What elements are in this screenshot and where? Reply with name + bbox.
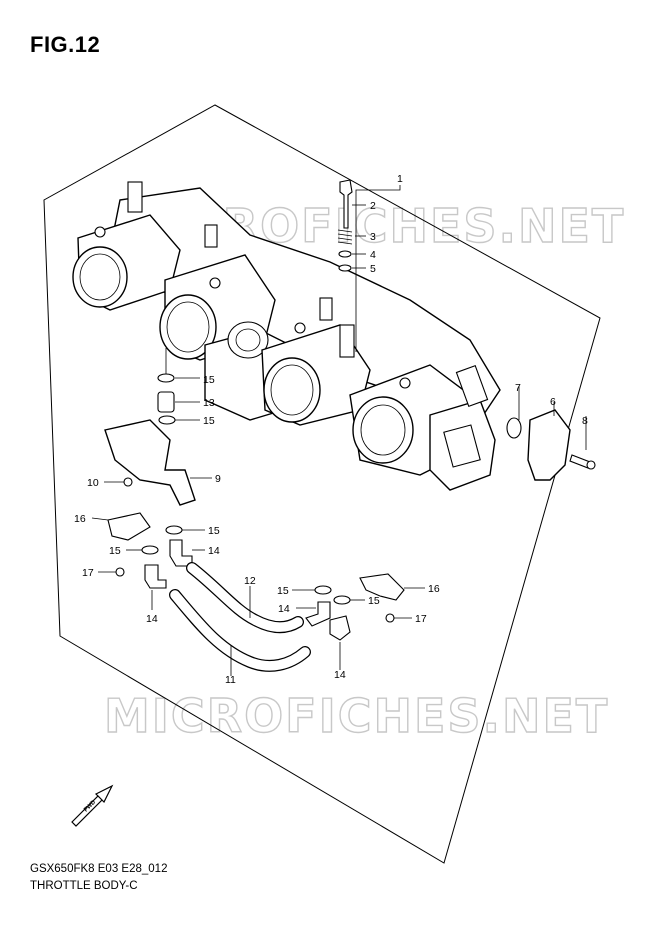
part-o-ring-15d (141, 545, 159, 555)
part-elbow-14d (329, 615, 351, 641)
callout-15b: 15 (203, 415, 215, 427)
callout-2: 2 (370, 200, 376, 212)
part-o-ring-15f (333, 595, 351, 605)
callout-15d: 15 (109, 545, 121, 557)
part-bracket-16b (359, 573, 405, 601)
callout-11: 11 (225, 674, 236, 686)
callout-15f: 15 (368, 595, 380, 607)
callout-9: 9 (215, 473, 221, 485)
callout-15e: 15 (277, 585, 289, 597)
callout-5: 5 (370, 263, 376, 275)
part-joint-13 (157, 391, 175, 413)
part-elbow-14c (305, 601, 331, 627)
part-sensor-6 (527, 409, 571, 481)
figure-name: THROTTLE BODY-C (30, 880, 138, 892)
part-elbow-14b (144, 564, 167, 589)
leader-lines (91, 185, 587, 676)
callout-labels: 1 2 3 4 5 6 7 8 9 10 11 12 13 14 14 14 1… (74, 173, 588, 686)
callout-4: 4 (370, 249, 376, 261)
figure-code: GSX650FK8 E03 E28_012 (30, 863, 168, 875)
callout-15a: 15 (203, 374, 215, 386)
part-elbow-14a (169, 539, 193, 567)
callout-7: 7 (515, 382, 521, 394)
part-o-ring-7 (506, 417, 522, 439)
throttle-body-assembly (72, 181, 501, 491)
callout-14c: 14 (278, 603, 290, 615)
part-bolt-17a (115, 567, 125, 577)
callout-15c: 15 (208, 525, 220, 537)
part-screw-2 (339, 179, 353, 229)
callout-16a: 16 (74, 513, 86, 525)
callout-3: 3 (370, 231, 376, 243)
callout-14d: 14 (334, 669, 346, 681)
part-spring-3 (337, 229, 353, 245)
callout-12: 12 (244, 575, 256, 587)
part-bracket-16a (107, 512, 151, 541)
callout-1: 1 (397, 173, 403, 185)
part-bolt-17b (385, 613, 395, 623)
part-o-ring-15e (314, 585, 332, 595)
part-valve-9 (104, 419, 196, 506)
callout-14a: 14 (208, 545, 220, 557)
part-o-ring-15b (158, 415, 176, 425)
watermark-bottom: MICROFICHES.NET (104, 689, 609, 743)
fwd-arrow: FWD (71, 784, 114, 827)
callout-16b: 16 (428, 583, 440, 595)
callout-13: 13 (203, 397, 215, 409)
callout-17a: 17 (82, 567, 94, 579)
part-washer-4 (338, 250, 352, 258)
part-o-ring-15a (157, 373, 175, 383)
callout-14b: 14 (146, 613, 158, 625)
callout-17b: 17 (415, 613, 427, 625)
assembly-outline (43, 104, 601, 864)
part-washer-5 (338, 264, 352, 272)
callout-6: 6 (550, 396, 556, 408)
part-o-ring-15c (165, 525, 183, 535)
figure-title: FIG.12 (30, 32, 101, 57)
callout-10: 10 (87, 477, 99, 489)
callout-8: 8 (582, 415, 588, 427)
part-screw-10 (123, 477, 133, 487)
